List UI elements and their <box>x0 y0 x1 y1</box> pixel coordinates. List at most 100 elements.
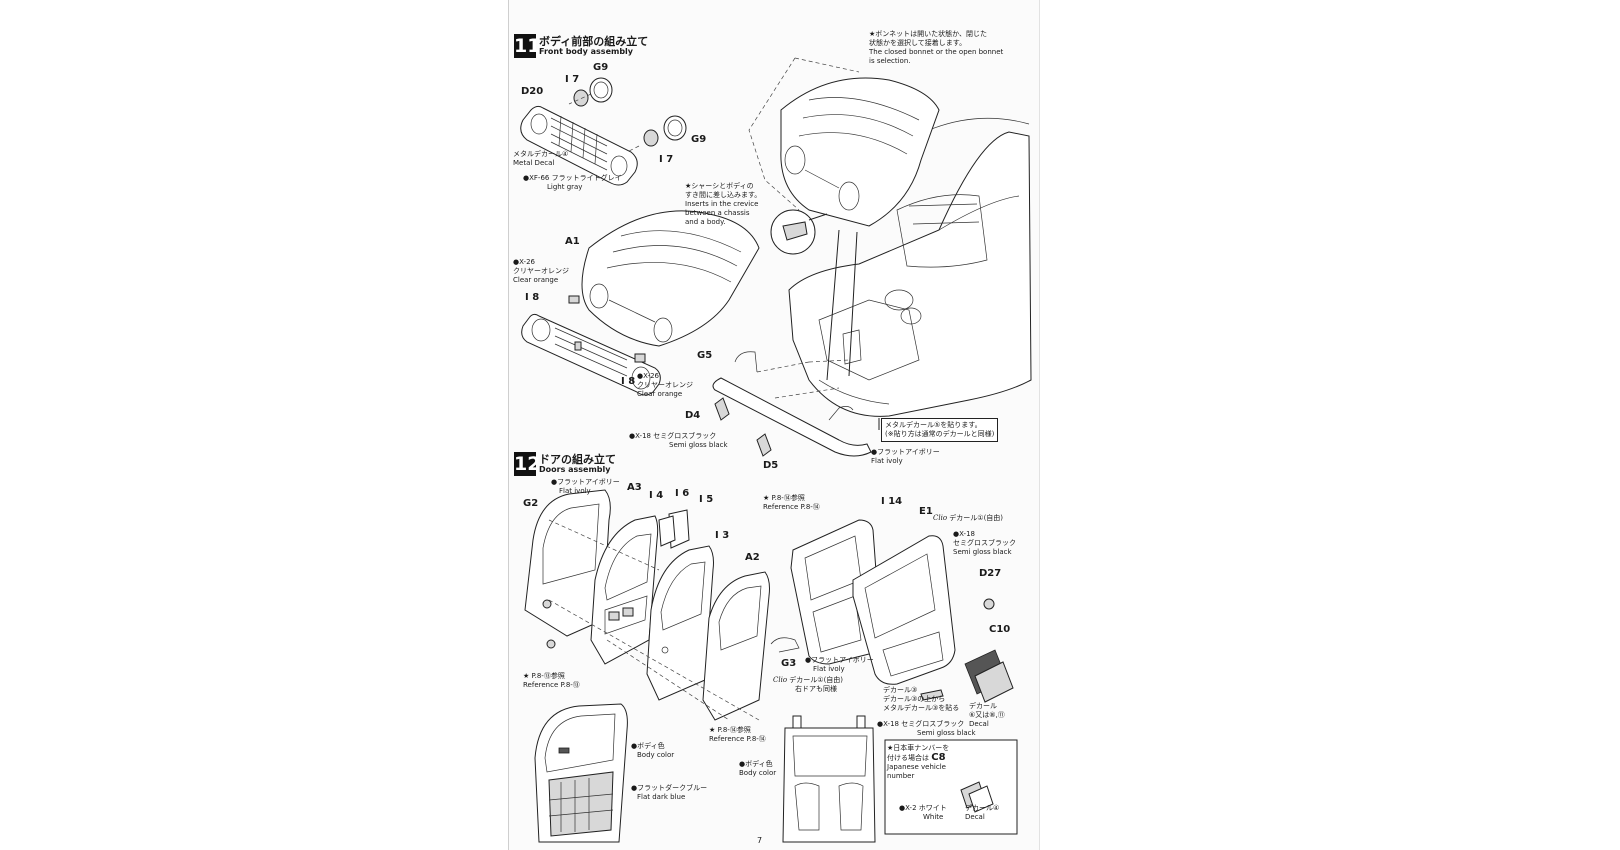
reference-p8-13-note: ★ P.8-⑬参照 Reference P.8-⑬ <box>523 672 580 690</box>
note-line: Reference P.8-⑭ <box>709 735 766 743</box>
japanese-plate-note: ★日本車ナンバーを 付ける場合は C8 Japanese vehicle num… <box>887 744 949 781</box>
part-label-g5: G5 <box>697 350 713 361</box>
part-label-c8: C8 <box>931 752 946 763</box>
note-line: クリヤーオレンジ <box>513 267 569 275</box>
door-i3-drawing <box>646 545 714 701</box>
note-line: ●X-18 セミグロスブラック <box>877 720 965 728</box>
note-line: ●ボディ色 <box>631 742 665 750</box>
note-line: クリヤーオレンジ <box>637 381 693 389</box>
part-label-d27: D27 <box>979 568 1002 579</box>
x18-paint-note: ●X-18 セミグロスブラック Semi gloss black <box>877 720 976 738</box>
note-line: Semi gloss black <box>669 441 728 449</box>
note-line: (※貼り方は通常のデカールと同様) <box>885 430 995 438</box>
note-line: ●フラットダークブルー <box>631 784 708 792</box>
metal-decal-4-note: メタルデカール④ Metal Decal <box>513 150 568 168</box>
part-label-g2: G2 <box>523 498 539 509</box>
note-line: メタルデカール④ <box>513 150 569 158</box>
right-door-decal-note: Clio デカール①(自由) 右ドアも同様 <box>773 676 843 694</box>
step-11-number: 11 <box>514 34 541 58</box>
note-line: デカール④ <box>965 804 1000 812</box>
assembly-illustrations <box>520 57 1032 843</box>
note-line: デカール③の上から <box>883 695 946 703</box>
note-line: すき間に差し込みます。 <box>685 191 762 199</box>
note-line: Flat ivoly <box>559 487 591 495</box>
note-line: メタルデカール③を貼る <box>883 704 960 712</box>
lamp-i7-g9-lower <box>626 115 687 153</box>
flat-ivory-note: ●フラットアイボリー Flat ivoly <box>871 448 940 466</box>
part-label-i5: I 5 <box>699 494 714 505</box>
clio-decal-note: Clio デカール①(自由) <box>933 514 1003 523</box>
note-line: ●XF-66 フラットライトグレイ <box>523 174 622 182</box>
note-line: デカール①(自由) <box>789 676 844 684</box>
bumper-g5-drawing <box>712 351 872 457</box>
x26-paint-note: ●X-26 クリヤーオレンジ Clear orange <box>513 258 569 285</box>
metal-decal-5-note: メタルデカール⑤を貼ります。 (※貼り方は通常のデカールと同様) <box>881 418 999 442</box>
note-line: 右ドアも同様 <box>795 685 837 693</box>
note-line: ⑥又は⑧,⑪ <box>969 711 1005 719</box>
lens-i8-lower <box>634 353 646 363</box>
x18-paint-note: ●X-18 セミグロスブラック Semi gloss black <box>629 432 728 450</box>
flat-dark-blue-note: ●フラットダークブルー Flat dark blue <box>631 784 707 802</box>
x2-paint-note: ●X-2 ホワイト White <box>899 804 947 822</box>
body-color-note: ●ボディ色 Body color <box>739 760 776 778</box>
clio-script-label: Clio <box>773 676 788 684</box>
note-line: 付ける場合は <box>887 754 929 762</box>
flat-ivory-note: ●フラットアイボリー Flat ivoly <box>805 656 874 674</box>
part-label-i3: I 3 <box>715 530 730 541</box>
x26-paint-note: ●X-26 クリヤーオレンジ Clear orange <box>637 372 693 399</box>
part-i6-drawing <box>658 515 676 547</box>
door-i4-drawing <box>546 515 659 665</box>
note-line: ●X-2 ホワイト <box>899 804 947 812</box>
part-label-g9: G9 <box>691 134 707 145</box>
note-line: Body color <box>739 769 777 777</box>
bonnet-note: ★ボンネットは開いた状態か、閉じた 状態かを選択して接着します。 The clo… <box>869 30 1003 66</box>
note-line: ★ P.8-⑭参照 <box>709 726 751 734</box>
note-line: Flat dark blue <box>637 793 686 801</box>
note-line: セミグロスブラック <box>953 539 1016 547</box>
note-line: Flat ivoly <box>813 665 845 673</box>
instruction-sheet: 11 ボディ前部の組み立て Front body assembly ★ボンネット… <box>508 0 1040 850</box>
note-line: デカール③ <box>883 686 918 694</box>
note-line: Inserts in the crevice <box>685 200 759 208</box>
note-line: Clear orange <box>637 390 683 398</box>
part-label-i7: I 7 <box>565 74 580 85</box>
note-line: between a chassis <box>685 209 750 217</box>
number-plate-box <box>884 739 1018 835</box>
note-line: ●X-18 セミグロスブラック <box>629 432 717 440</box>
note-line: メタルデカール⑤を貼ります。 <box>885 421 982 429</box>
note-line: ★シャーシとボディの <box>685 182 754 190</box>
note-line: Body color <box>637 751 675 759</box>
part-label-e1: E1 <box>919 506 933 517</box>
car-body-drawing <box>788 117 1032 417</box>
note-line: デカール <box>969 702 997 710</box>
tailgate-detail-drawing <box>782 715 876 843</box>
part-label-i4: I 4 <box>649 490 664 501</box>
note-line: ●ボディ色 <box>739 760 773 768</box>
part-label-i7: I 7 <box>659 154 674 165</box>
lamp-i7-g9-upper <box>568 77 613 107</box>
part-d5-drawing <box>756 433 772 457</box>
bonnet-a1-drawing <box>581 210 760 347</box>
note-line: Japanese vehicle <box>887 763 946 771</box>
reference-p8-14-note: ★ P.8-⑭参照 Reference P.8-⑭ <box>709 726 766 744</box>
note-line: ●X-26 <box>637 372 659 380</box>
step-12-number: 12 <box>514 452 541 476</box>
note-line: ★ P.8-⑭参照 <box>763 494 805 502</box>
part-label-i8: I 8 <box>525 292 540 303</box>
handle-g3-drawing <box>770 637 800 653</box>
part-label-i8: I 8 <box>621 376 636 387</box>
plate-c8-drawing <box>960 781 994 813</box>
note-line: Clear orange <box>513 276 559 284</box>
body-color-note: ●ボディ色 Body color <box>631 742 674 760</box>
xf66-paint-note: ●XF-66 フラットライトグレイ Light gray <box>523 174 622 192</box>
note-line: ★ P.8-⑬参照 <box>523 672 565 680</box>
door-a2-drawing <box>702 571 770 721</box>
decal-3-note: デカール③ デカール③の上から メタルデカール③を貼る <box>883 686 959 713</box>
note-line: Metal Decal <box>513 159 555 167</box>
grille-lower-drawing <box>521 313 661 396</box>
bonnet-note-line: ★ボンネットは開いた状態か、閉じた <box>869 30 987 38</box>
bonnet-note-line: is selection. <box>869 57 911 65</box>
part-label-g3: G3 <box>781 658 797 669</box>
part-label-g9: G9 <box>593 62 609 73</box>
door-a3-drawing <box>524 489 611 637</box>
